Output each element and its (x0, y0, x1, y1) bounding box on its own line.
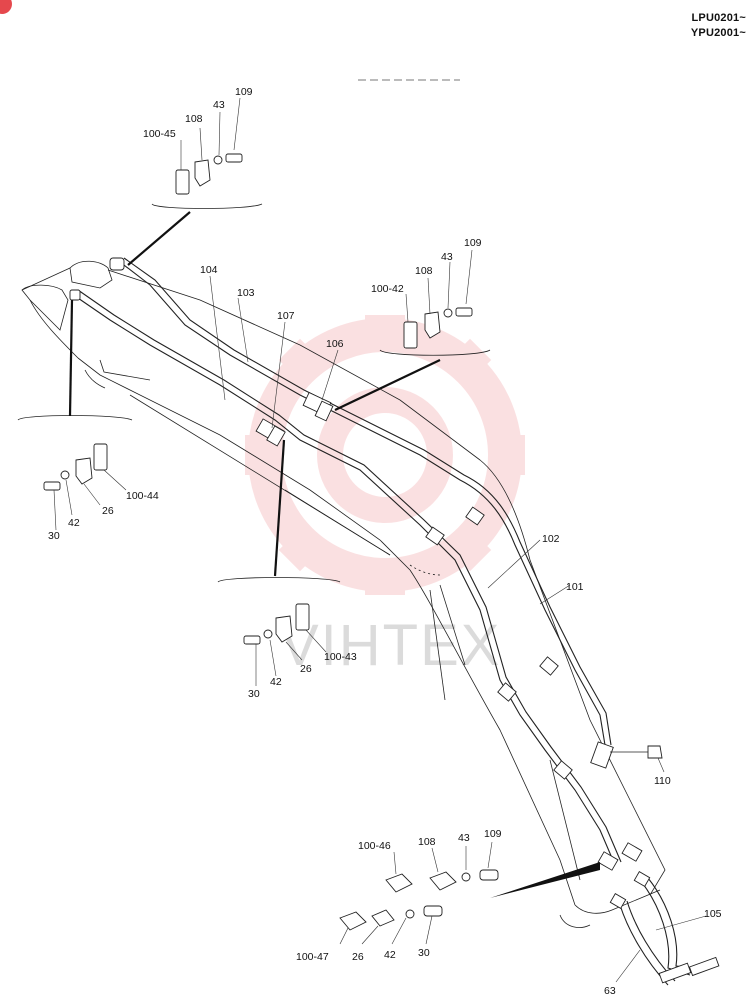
callout-pipe-107: 107 (277, 310, 295, 322)
callout-bottom-108: 108 (418, 836, 436, 848)
callout-pipe-103: 103 (237, 287, 255, 299)
callout-pipe-104: 104 (200, 264, 218, 276)
callout-midright-109: 109 (464, 237, 482, 249)
callout-pipe-102: 102 (542, 533, 560, 545)
bottom-hardware-group-a (385, 841, 499, 893)
watermark-gear (245, 315, 525, 595)
callout-left-100-44: 100-44 (126, 490, 159, 502)
callout-bottom-42: 42 (384, 949, 396, 961)
callout-bottom-30: 30 (418, 947, 430, 959)
callout-center-100-43: 100-43 (324, 651, 357, 663)
callout-center-42: 42 (270, 676, 282, 688)
callout-bottom-100-47: 100-47 (296, 951, 329, 963)
callout-midright-43: 43 (441, 251, 453, 263)
pipe-clamps (69, 257, 573, 780)
callout-left-26: 26 (102, 505, 114, 517)
callout-center-26: 26 (300, 663, 312, 675)
corner-logo (0, 0, 12, 14)
watermark-text: VIHTEX (280, 613, 502, 678)
callout-top-100-45: 100-45 (143, 128, 176, 140)
callout-pipe-105: 105 (704, 908, 722, 920)
callout-pipe-63: 63 (604, 985, 616, 997)
serial-range-1: LPU0201~ (691, 12, 746, 24)
callout-top-109: 109 (235, 86, 253, 98)
serial-range-2: YPU2001~ (690, 27, 746, 39)
boom-outline (21, 260, 666, 928)
callout-pipe-110: 110 (654, 775, 671, 787)
group-leaders (17, 203, 600, 898)
callout-left-30: 30 (48, 530, 60, 542)
mid-right-hardware-group (403, 249, 473, 349)
callout-left-42: 42 (68, 517, 80, 529)
callout-bottom-100-46: 100-46 (358, 840, 391, 852)
center-hardware-group (243, 603, 327, 686)
callout-pipe-101: 101 (566, 581, 584, 593)
callout-bottom-26: 26 (352, 951, 364, 963)
callout-bottom-109: 109 (484, 828, 502, 840)
pipe-callout-leaders (209, 275, 707, 983)
callout-center-30: 30 (248, 688, 260, 700)
callout-midright-108: 108 (415, 265, 433, 277)
callout-top-108: 108 (185, 113, 203, 125)
callout-top-43: 43 (213, 99, 225, 111)
bottom-hardware-group-b (339, 905, 443, 945)
left-hardware-group (43, 443, 127, 531)
callout-bottom-43: 43 (458, 832, 470, 844)
callout-labels: 109 43 108 100-45 109 43 108 100-42 30 4… (48, 86, 722, 997)
callout-pipe-106: 106 (326, 338, 344, 350)
callout-midright-100-42: 100-42 (371, 283, 404, 295)
top-hardware-group (175, 97, 243, 195)
